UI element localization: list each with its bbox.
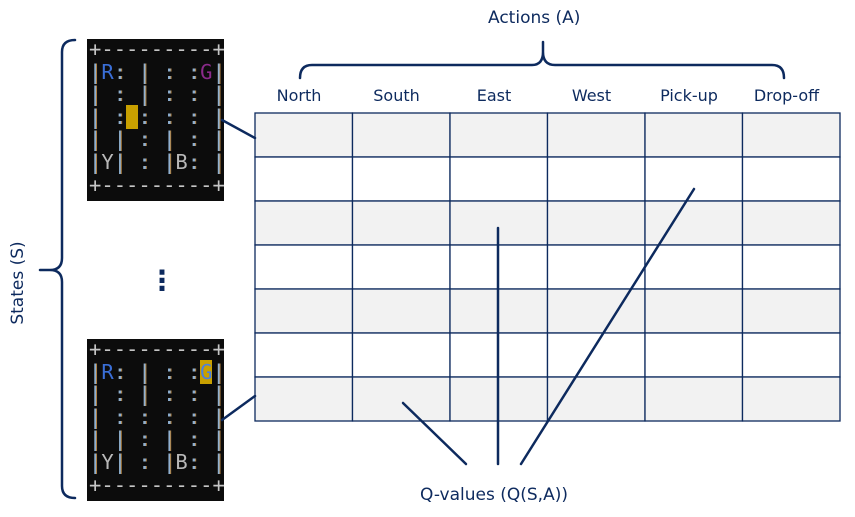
q-pointer-1 <box>401 401 468 466</box>
column-header-west: West <box>571 86 612 105</box>
taxi-grid-text: +---------+ |R: | : :G| | : | : : | | : … <box>89 337 225 497</box>
connector-top <box>220 118 257 140</box>
state-grid-bottom: +---------+ |R: | : :G| | : | : : | | : … <box>87 337 225 501</box>
q-cell <box>254 332 354 378</box>
column-header-pick-up: Pick-up <box>660 86 718 105</box>
q-cell <box>351 288 451 334</box>
q-cell <box>449 156 549 202</box>
q-cell <box>644 244 744 290</box>
connector-bottom <box>220 394 257 422</box>
q-cell <box>741 156 841 202</box>
q-cell <box>351 332 451 378</box>
q-cell <box>644 200 744 246</box>
q-cell <box>449 112 549 158</box>
q-cell <box>351 200 451 246</box>
actions-label: Actions (A) <box>488 8 581 28</box>
q-cell <box>254 156 354 202</box>
column-header-south: South <box>373 86 420 105</box>
q-cell <box>546 332 646 378</box>
q-cell <box>546 156 646 202</box>
q-cell <box>351 376 451 422</box>
qvalues-label: Q-values (Q(S,A)) <box>420 485 568 505</box>
q-cell <box>351 112 451 158</box>
q-cell <box>546 376 646 422</box>
q-cell <box>546 288 646 334</box>
q-cell <box>546 244 646 290</box>
q-table <box>254 112 841 422</box>
q-cell <box>644 156 744 202</box>
q-cell <box>741 200 841 246</box>
q-cell <box>741 332 841 378</box>
q-cell <box>644 112 744 158</box>
q-cell <box>644 376 744 422</box>
q-cell <box>254 244 354 290</box>
q-cell <box>741 376 841 422</box>
ellipsis: ⋮ <box>148 264 176 297</box>
q-cell <box>644 288 744 334</box>
q-cell <box>254 200 354 246</box>
column-header-east: East <box>476 86 512 105</box>
q-pointer-3 <box>519 187 696 466</box>
q-cell <box>546 200 646 246</box>
states-brace <box>38 38 77 500</box>
q-cell <box>254 288 354 334</box>
state-grid-top: +---------+ |R: | : :G| | : | : : | | : … <box>87 37 225 201</box>
q-cell <box>351 156 451 202</box>
q-cell <box>546 112 646 158</box>
actions-brace <box>298 40 786 80</box>
taxi-grid-text: +---------+ |R: | : :G| | : | : : | | : … <box>89 37 225 197</box>
column-header-north: North <box>276 86 322 105</box>
q-cell <box>254 112 354 158</box>
q-cell <box>741 288 841 334</box>
q-cell <box>254 376 354 422</box>
column-header-drop-off: Drop-off <box>753 86 820 105</box>
q-cell <box>351 244 451 290</box>
q-cell <box>741 112 841 158</box>
q-cell <box>741 244 841 290</box>
q-cell <box>644 332 744 378</box>
